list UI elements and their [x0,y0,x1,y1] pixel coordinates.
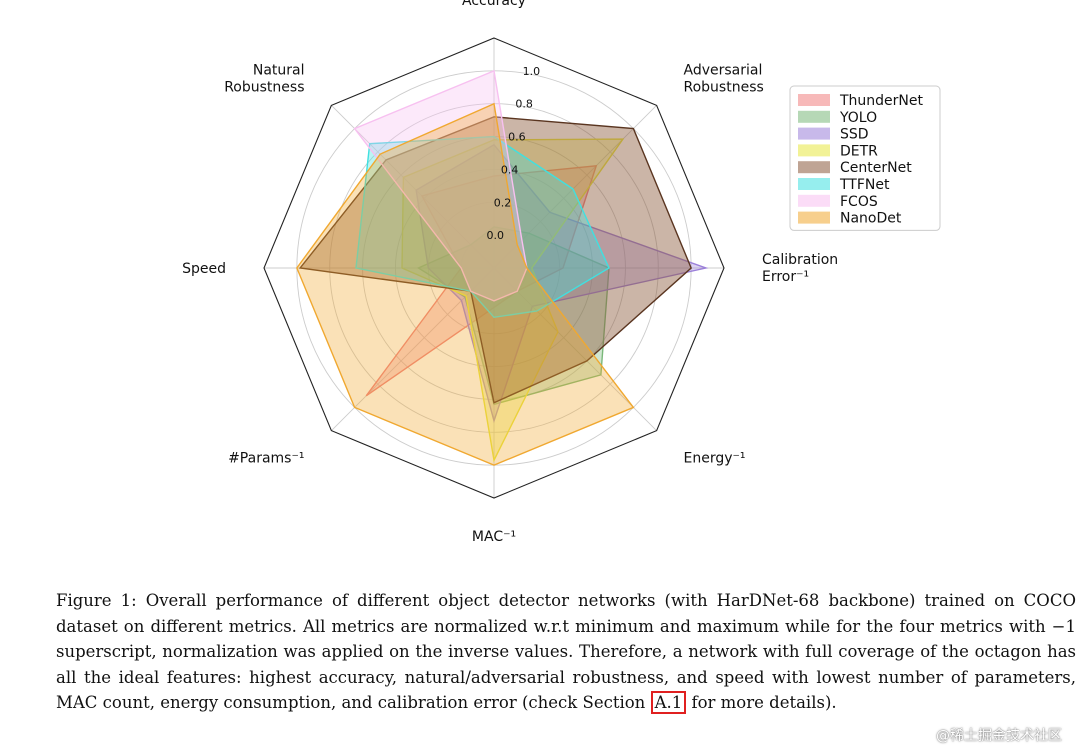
axis-label-3: Energy⁻¹ [684,451,746,467]
radial-tick-3: 0.6 [508,131,526,144]
grid-spoke-7 [331,105,495,269]
axis-label-6: Speed [182,261,226,277]
series-nanodet-area [296,102,635,466]
axis-label-5: #Params⁻¹ [228,451,304,467]
legend-swatch-thundernet [798,94,830,106]
caption-text-before: Figure 1: Overall performance of differe… [56,591,1076,712]
grid-spoke-1 [493,105,657,269]
grid-spoke-3 [493,267,657,431]
legend-label-thundernet: ThunderNet [839,93,924,109]
legend-swatch-ttfnet [798,178,830,190]
axis-label-4: MAC⁻¹ [472,529,516,545]
legend-swatch-ssd [798,127,830,140]
series-centernet-area [298,116,692,404]
series-thundernet-area [365,164,598,397]
axis-label-0: Accuracy [462,0,526,9]
section-reference-link[interactable]: A.1 [650,691,687,714]
legend: ThunderNetYOLOSSDDETRCenterNetTTFNetFCOS… [789,85,941,231]
legend-label-ssd: SSD [840,127,869,143]
radial-tick-4: 0.8 [515,98,533,111]
series-ttfnet-area [355,135,610,319]
series-fcos-area [353,69,528,302]
series-detr-area [401,138,625,463]
series-ssd-area [415,143,709,424]
legend-label-ttfnet: TTFNet [839,177,890,193]
radial-tick-5: 1.0 [523,65,541,78]
legend-label-nanodet: NanoDet [840,211,902,227]
radar-series [296,69,709,466]
legend-swatch-nanodet [798,211,830,224]
legend-swatch-yolo [798,110,830,123]
legend-label-detr: DETR [840,143,878,159]
legend-swatch-centernet [798,161,830,174]
legend-swatch-fcos [798,194,830,207]
radial-tick-2: 0.4 [501,163,519,176]
radial-tick-1: 0.2 [494,196,512,209]
legend-label-yolo: YOLO [839,110,877,126]
legend-swatch-detr [798,144,830,157]
series-yolo-area [416,226,610,406]
legend-label-fcos: FCOS [840,194,878,210]
figure-caption: Figure 1: Overall performance of differe… [56,588,1076,716]
legend-label-centernet: CenterNet [840,160,912,176]
watermark: @稀土掘金技术社区 [936,728,1062,744]
caption-text-after: for more details). [686,693,837,712]
radial-tick-0: 0.0 [486,229,504,242]
outer-octagon [263,37,725,499]
radial-tick-labels: 0.0 0.2 0.4 0.6 0.8 1.0 [486,65,540,242]
grid-spoke-5 [331,267,495,431]
